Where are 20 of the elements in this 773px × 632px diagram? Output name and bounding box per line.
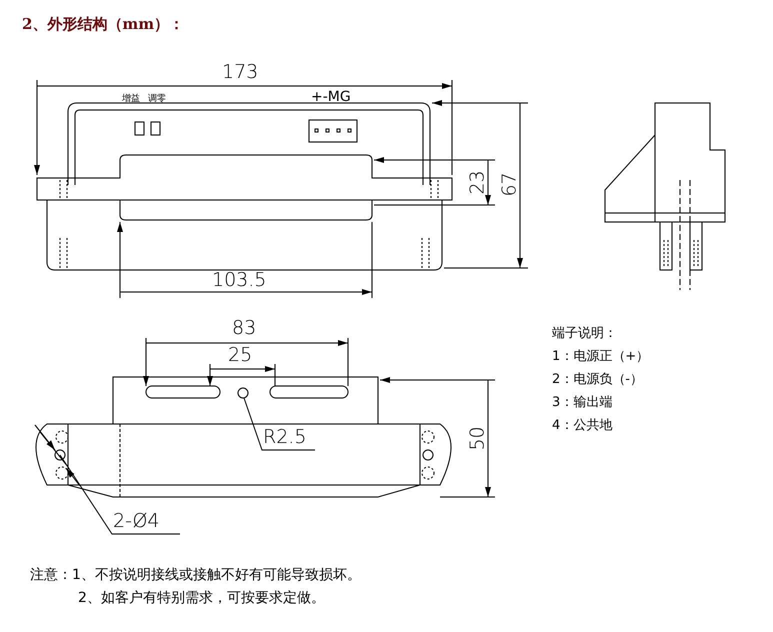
note-text: 注意：1、不按说明接线或接触不好有可能导致损坏。 xyxy=(30,568,361,584)
dimension-value: 50 xyxy=(468,426,489,451)
legend-item: 1：电源正（+） xyxy=(552,350,650,364)
dimension-value: R2.5 xyxy=(263,427,306,448)
legend-item: 2：电源负（-） xyxy=(552,373,643,388)
dimension-value: 25 xyxy=(228,345,252,366)
connector-label: +-MG xyxy=(311,90,351,106)
dimension-value: 103.5 xyxy=(212,270,266,291)
legend-heading: 端子说明： xyxy=(552,327,617,342)
part-label: 增益 xyxy=(122,95,140,105)
legend-item: 3：输出端 xyxy=(552,396,612,410)
part-label: 调零 xyxy=(148,95,166,105)
legend-item: 4：公共地 xyxy=(552,419,612,434)
heading: 2、外形结构（mm）： xyxy=(22,16,184,32)
dimension-value: 173 xyxy=(222,62,258,83)
note-text: 2、如客户有特别需求，可按要求定做。 xyxy=(78,591,325,606)
dimension-value: 67 xyxy=(500,172,521,197)
dimension-value: 83 xyxy=(232,318,256,339)
dimension-value: 2-Ø4 xyxy=(113,511,160,532)
dimension-value: 23 xyxy=(468,170,489,195)
